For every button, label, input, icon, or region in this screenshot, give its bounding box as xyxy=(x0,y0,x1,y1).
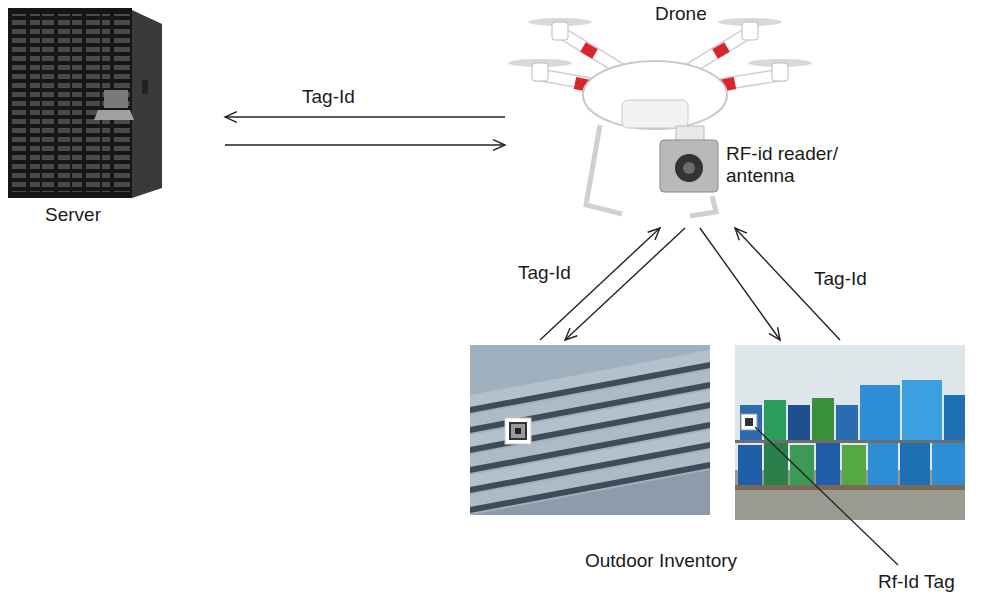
barrels-photo-part xyxy=(944,395,965,440)
barrels-photo-part xyxy=(900,442,930,485)
arrow-head xyxy=(648,228,660,240)
rfid-tag-icon-part xyxy=(745,418,753,426)
callout-label: Rf-Id Tag xyxy=(878,571,955,593)
barrels-photo-part xyxy=(836,405,858,440)
rfid-tag-icon-part xyxy=(505,418,531,444)
barrels-photo-part xyxy=(738,445,762,485)
inventory-node: Outdoor Inventory xyxy=(465,340,970,576)
server-rack-part xyxy=(94,110,134,120)
leader-line xyxy=(755,427,898,565)
server-rack-part xyxy=(12,14,40,192)
barrels-photo-part xyxy=(868,440,898,485)
arrow-head xyxy=(225,112,237,123)
drone-illustration-part xyxy=(583,61,727,129)
arrow-head xyxy=(493,140,505,151)
rfid-tag-icon xyxy=(505,418,531,444)
drone-illustration-part xyxy=(675,154,703,182)
node-caption: Server xyxy=(45,204,101,226)
connector-line xyxy=(225,116,505,117)
drone-illustration-part xyxy=(660,140,718,192)
arrow-head xyxy=(565,328,577,340)
server-rack-part xyxy=(142,80,148,94)
barrels-photo-part xyxy=(735,485,965,490)
barrels-photo-part xyxy=(788,405,810,440)
connector-line xyxy=(700,228,780,340)
connector-arrow xyxy=(540,228,660,340)
server-rack-part xyxy=(102,14,130,192)
drone-illustration-part xyxy=(552,22,568,40)
server-rack-part xyxy=(42,14,70,192)
connector-arrow xyxy=(565,228,685,340)
rfid-tag-icon xyxy=(741,414,757,430)
server-rack-part xyxy=(104,90,128,108)
barrels-photo-part xyxy=(902,380,942,440)
connector-arrow xyxy=(225,112,505,123)
drone-illustration-part xyxy=(690,196,716,216)
drone-illustration-part xyxy=(772,63,788,81)
arrow-head xyxy=(769,327,780,340)
reader-caption: RF-id reader/ antenna xyxy=(726,143,851,187)
barrels-photo-part xyxy=(932,440,965,485)
barrels-photo-part xyxy=(740,405,762,440)
steel-plates-photo-part xyxy=(470,470,710,515)
arrow-head xyxy=(735,228,747,240)
server-node: Server xyxy=(0,0,225,235)
server-rack-part xyxy=(72,14,100,192)
edge-label: Tag-Id xyxy=(516,262,573,284)
drone-illustration-part xyxy=(586,125,622,214)
barrels-photo-part xyxy=(816,440,840,485)
edge-label: Tag-Id xyxy=(300,86,357,108)
connector-line xyxy=(540,228,660,340)
rfid-tag-icon-part xyxy=(741,414,757,430)
barrels-photo-part xyxy=(735,345,965,520)
drone-illustration-part xyxy=(715,47,727,54)
rfid-tag-icon-part xyxy=(510,423,526,439)
barrels-photo-part xyxy=(764,400,786,440)
barrels-photo-part xyxy=(860,385,900,440)
connector-line xyxy=(565,228,685,340)
drone-node: DroneRF-id reader/ antenna xyxy=(505,0,860,228)
drone-illustration-part xyxy=(532,63,548,81)
server-rack-part xyxy=(8,8,132,198)
connector-arrow xyxy=(700,228,780,340)
edge-label: Tag-Id xyxy=(812,268,869,290)
drone-illustration-part xyxy=(583,47,595,54)
steel-plates-photo xyxy=(470,345,710,515)
node-caption: Drone xyxy=(655,3,707,25)
drone-illustration-part xyxy=(622,100,688,128)
node-caption: Outdoor Inventory xyxy=(585,550,737,572)
barrels-photo-part xyxy=(842,445,866,485)
barrels-photo xyxy=(735,345,965,520)
steel-plates-photo-part xyxy=(470,345,710,515)
barrels-photo-part xyxy=(812,398,834,440)
server-rack-part xyxy=(132,10,162,198)
connector-line xyxy=(225,144,505,145)
drone-illustration-part xyxy=(742,22,758,40)
rfid-tag-icon-part xyxy=(515,428,521,434)
drone-illustration-part xyxy=(683,162,695,174)
server-rack xyxy=(8,8,162,198)
connector-arrow xyxy=(225,140,505,151)
